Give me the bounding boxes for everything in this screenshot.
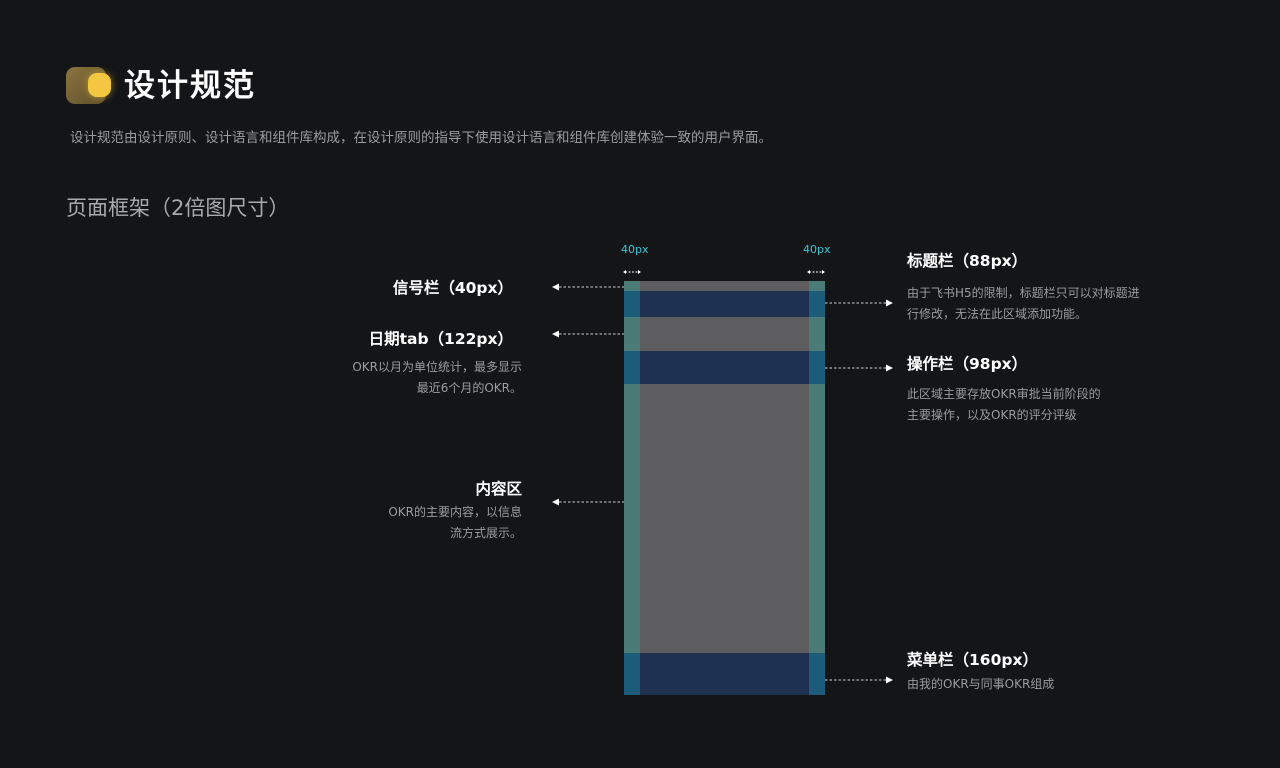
date-tab-desc-line2: 最近6个月的OKR。	[416, 381, 522, 395]
menu-bar-desc-line1: 由我的OKR与同事OKR组成	[907, 677, 1055, 691]
title-bar-band	[624, 291, 825, 317]
action-bar-desc-line2: 主要操作，以及OKR的评分评级	[907, 408, 1077, 422]
date-tab-desc-line1: OKR以月为单位统计，最多显示	[352, 360, 522, 374]
content-area-title: 内容区	[475, 480, 522, 498]
content-area-desc-line2: 流方式展示。	[449, 526, 522, 540]
phone-frame	[624, 281, 825, 695]
margin-left-arrow-icon	[623, 263, 641, 275]
signal-bar-connector-icon	[552, 282, 624, 292]
content-area-connector-icon	[552, 497, 624, 507]
margin-right-arrow-icon	[807, 263, 825, 275]
date-tab-connector-icon	[552, 329, 624, 339]
margin-left-column	[624, 281, 640, 695]
action-bar-desc-line1: 此区域主要存放OKR审批当前阶段的	[907, 387, 1101, 401]
title-bar-connector-icon	[825, 298, 893, 308]
title-bar-desc-line2: 行修改，无法在此区域添加功能。	[907, 307, 1088, 321]
menu-bar-title: 菜单栏（160px）	[907, 651, 1038, 669]
margin-left-label: 40px	[621, 243, 649, 256]
action-bar-title: 操作栏（98px）	[907, 355, 1028, 373]
date-tab-title: 日期tab（122px）	[368, 330, 513, 348]
page-description: 设计规范由设计原则、设计语言和组件库构成，在设计原则的指导下使用设计语言和组件库…	[70, 130, 772, 146]
action-bar-connector-icon	[825, 363, 893, 373]
title-bar-desc-line1: 由于飞书H5的限制，标题栏只可以对标题进	[907, 286, 1140, 300]
content-area-desc-line1: OKR的主要内容，以信息	[388, 505, 522, 519]
margin-right-label: 40px	[803, 243, 831, 256]
signal-bar-title: 信号栏（40px）	[392, 279, 513, 297]
logo-icon	[66, 67, 112, 104]
menu-bar-band	[624, 653, 825, 695]
section-title: 页面框架（2倍图尺寸）	[66, 196, 290, 220]
page-title: 设计规范	[124, 68, 256, 104]
menu-bar-connector-icon	[825, 675, 893, 685]
title-bar-title: 标题栏（88px）	[907, 252, 1028, 270]
action-bar-band	[624, 351, 825, 384]
margin-right-column	[809, 281, 825, 695]
